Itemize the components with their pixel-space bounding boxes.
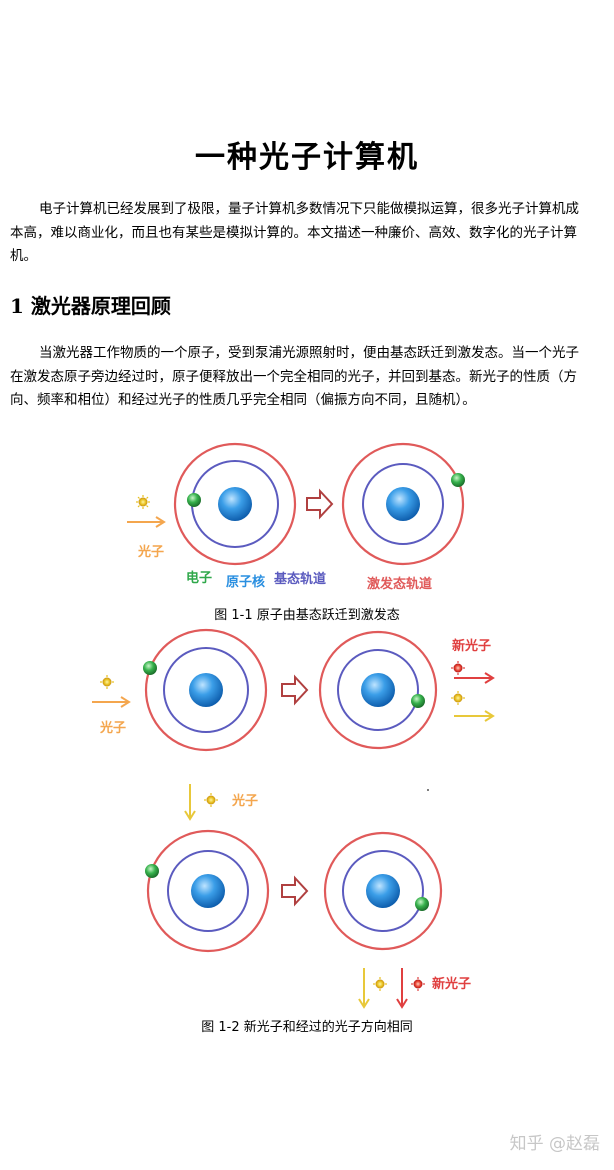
outer-orbit <box>318 630 438 750</box>
photon-arrow <box>92 696 131 708</box>
photon-icon <box>373 977 387 991</box>
figure-1-1-caption: 图 1-1 原子由基态跃迁到激发态 <box>214 608 400 623</box>
process-arrow <box>306 488 334 520</box>
new-photon-label: 新光子 <box>452 638 491 654</box>
new-photon-icon <box>451 661 465 675</box>
nucleus <box>191 874 225 908</box>
outer-orbit <box>173 442 297 566</box>
photon-arrow <box>127 516 166 528</box>
photon-icon <box>100 675 114 689</box>
electron <box>187 493 201 507</box>
electron-label: 电子 <box>186 570 212 586</box>
process-arrow <box>281 875 309 907</box>
outer-orbit <box>144 628 268 752</box>
nucleus-label: 原子核 <box>226 574 265 590</box>
photon-label: 光子 <box>231 793 258 809</box>
new-photon-icon <box>411 977 425 991</box>
process-arrow <box>281 674 309 706</box>
ground-orbit-label: 基态轨道 <box>273 571 326 587</box>
photon-arrow <box>454 710 495 722</box>
nucleus <box>361 673 395 707</box>
outer-orbit <box>146 829 270 953</box>
excited-orbit-label: 激发态轨道 <box>367 576 432 592</box>
electron <box>415 897 429 911</box>
inner-orbit <box>337 649 419 731</box>
photon-icon <box>451 691 465 705</box>
electron <box>145 864 159 878</box>
inner-orbit <box>342 850 424 932</box>
photon-down-arrow <box>358 968 370 1009</box>
photon-label: 光子 <box>99 720 126 736</box>
inner-orbit <box>167 850 249 932</box>
nucleus <box>218 487 252 521</box>
photon-label: 光子 <box>137 544 164 560</box>
electron <box>143 661 157 675</box>
section-paragraph: 当激光器工作物质的一个原子，受到泵浦光源照射时，便由基态跃迁到激发态。当一个光子… <box>10 345 579 408</box>
electron <box>451 473 465 487</box>
photon-icon <box>136 495 150 509</box>
photon-icon <box>204 793 218 807</box>
inner-orbit <box>163 647 249 733</box>
figure-1-2-caption: 图 1-2 新光子和经过的光子方向相同 <box>201 1020 413 1035</box>
outer-orbit <box>341 442 465 566</box>
nucleus <box>366 874 400 908</box>
intro-paragraph: 电子计算机已经发展到了极限，量子计算机多数情况下只能做模拟运算，很多光子计算机成… <box>10 201 579 264</box>
watermark: 知乎 @赵磊 <box>509 1134 600 1154</box>
nucleus <box>189 673 223 707</box>
photon-down-arrow <box>184 784 196 821</box>
new-photon-down-arrow <box>396 968 408 1009</box>
new-photon-label: 新光子 <box>432 976 471 992</box>
outer-orbit <box>323 831 443 951</box>
electron <box>411 694 425 708</box>
new-photon-arrow <box>454 672 495 684</box>
inner-orbit <box>362 463 444 545</box>
section-heading: 1 激光器原理回顾 <box>10 294 171 318</box>
figure-1-2-diagram: 光子 新光子 光子 <box>92 628 495 1009</box>
nucleus <box>386 487 420 521</box>
figure-1-1-diagram: 光子 电子 原子核 基态轨道 激发态轨道 <box>127 442 465 592</box>
article-title: 一种光子计算机 <box>195 140 419 175</box>
